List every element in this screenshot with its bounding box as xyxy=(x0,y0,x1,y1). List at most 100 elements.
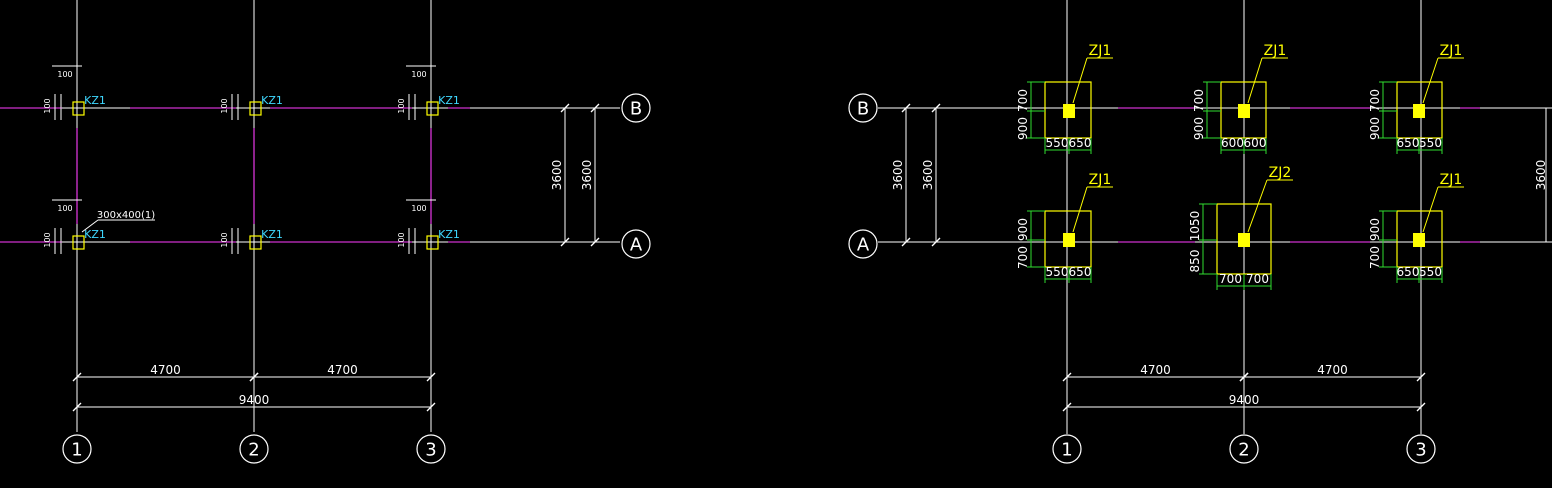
dimension-text: 4700 xyxy=(1140,363,1171,377)
dimension-tick xyxy=(931,237,941,247)
axis-bubble-circle xyxy=(848,93,878,123)
bay-dimension-2-3: 4700 xyxy=(1239,363,1426,382)
axis-bubble-circle xyxy=(621,93,651,123)
axis-label-2: 2 xyxy=(248,440,259,461)
footing-label: ZJ2 xyxy=(1269,165,1292,181)
axis-bubble-3: 3 xyxy=(1406,434,1436,464)
column-small-dim: 100 xyxy=(220,232,229,247)
dimension-text: 4700 xyxy=(1317,363,1348,377)
dimension-tick xyxy=(1062,402,1072,412)
axis-bubble-1: 1 xyxy=(1052,434,1082,464)
row-spacing-dim-2: 3600 xyxy=(921,103,941,247)
dimension-text: 3600 xyxy=(580,160,594,191)
dimension-tick xyxy=(249,372,259,382)
column-kz1 xyxy=(249,235,262,250)
footing-outline xyxy=(1044,81,1092,139)
leader-line xyxy=(1072,57,1088,104)
axis-bubble-2: 2 xyxy=(1229,434,1259,464)
axis-label-1: 1 xyxy=(71,440,82,461)
column-kz1 xyxy=(426,235,439,250)
axis-bubble-A: A xyxy=(848,229,878,259)
footing-dim-text: 700 xyxy=(1368,246,1382,269)
axis-label-B: B xyxy=(857,99,869,120)
dimension-text: 9400 xyxy=(239,393,270,407)
leader-line xyxy=(1247,179,1268,233)
column-label: KZ1 xyxy=(438,94,460,107)
footing-dim-text: 700 xyxy=(1246,272,1269,286)
column-small-dim: 100 xyxy=(57,70,72,79)
axis-bubble-circle xyxy=(1229,434,1259,464)
dimension-tick xyxy=(1062,372,1072,382)
dimension-tick xyxy=(1416,402,1426,412)
footing-dim-text: 550 xyxy=(1046,136,1069,150)
dimension-tick xyxy=(426,372,436,382)
dimension-tick xyxy=(1416,372,1426,382)
row-spacing-dim-1: 3600 xyxy=(891,103,911,247)
footing-label: ZJ1 xyxy=(1440,172,1463,188)
total-dimension: 9400 xyxy=(72,393,436,412)
footing-outline xyxy=(1044,210,1092,268)
axis-bubble-B: B xyxy=(621,93,651,123)
footing-dim-text: 700 xyxy=(1192,89,1206,112)
axis-label-A: A xyxy=(630,235,643,256)
dimension-text: 3600 xyxy=(550,160,564,191)
axis-label-3: 3 xyxy=(425,440,436,461)
axis-label-3: 3 xyxy=(1415,440,1426,461)
footing-dim-text: 900 xyxy=(1368,218,1382,241)
footing-dim-text: 650 xyxy=(1069,265,1092,279)
column-kz1 xyxy=(72,235,85,250)
column-kz1 xyxy=(72,101,85,116)
footing-dim-text: 650 xyxy=(1069,136,1092,150)
column-small-dim: 100 xyxy=(397,232,406,247)
footing-dim-text: 550 xyxy=(1419,136,1442,150)
axis-bubble-circle xyxy=(62,434,92,464)
column-small-dim: 100 xyxy=(397,98,406,113)
axis-bubble-circle xyxy=(1052,434,1082,464)
axis-bubble-circle xyxy=(1406,434,1436,464)
dimension-tick xyxy=(72,402,82,412)
column-kz1 xyxy=(249,101,262,116)
axis-bubble-A: A xyxy=(621,229,651,259)
footing-dim-text: 700 xyxy=(1016,246,1030,269)
footing-label: ZJ1 xyxy=(1440,43,1463,59)
dimension-tick xyxy=(901,237,911,247)
column-small-dim: 100 xyxy=(57,204,72,213)
column-kz1 xyxy=(426,101,439,116)
leader-line xyxy=(1072,186,1088,233)
total-dimension: 9400 xyxy=(1062,393,1426,412)
dimension-tick xyxy=(1239,372,1249,382)
column-label: KZ1 xyxy=(84,228,106,241)
column-stub xyxy=(1413,233,1425,247)
footing-label: ZJ1 xyxy=(1089,172,1112,188)
leader-line xyxy=(1247,57,1263,104)
bay-dimension-2-3: 4700 xyxy=(249,363,436,382)
footing-dim-text: 650 xyxy=(1397,136,1420,150)
column-stub xyxy=(1238,233,1250,247)
dimension-tick xyxy=(560,237,570,247)
footing-dim-text: 900 xyxy=(1192,117,1206,140)
column-small-dim: 100 xyxy=(411,70,426,79)
beam-note: 300x400(1) xyxy=(81,210,155,233)
column-small-dim: 100 xyxy=(43,232,52,247)
footing-label: ZJ1 xyxy=(1264,43,1287,59)
footing-dim-text: 700 xyxy=(1016,89,1030,112)
row-spacing-dim-right: 3600 xyxy=(1534,108,1548,242)
axis-bubble-circle xyxy=(621,229,651,259)
footing-dim-text: 700 xyxy=(1368,89,1382,112)
dimension-text: 3600 xyxy=(891,160,905,191)
bay-dimension-1-2: 4700 xyxy=(1062,363,1249,382)
axis-label-B: B xyxy=(630,99,642,120)
dimension-text: 3600 xyxy=(1534,160,1548,191)
leader-line xyxy=(81,219,99,233)
